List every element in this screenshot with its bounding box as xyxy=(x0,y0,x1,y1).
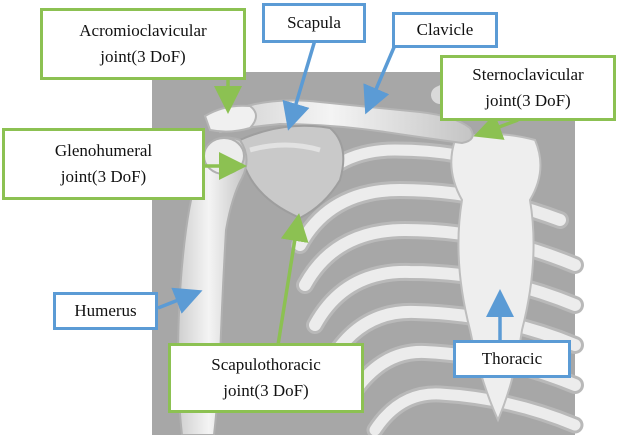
thoracic-label: Thoracic xyxy=(453,340,571,378)
scapula-label: Scapula xyxy=(262,3,366,43)
acromioclavicular-joint-label: Acromioclavicular joint(3 DoF) xyxy=(40,8,246,80)
scapulothoracic-joint-label: Scapulothoracic joint(3 DoF) xyxy=(168,343,364,413)
humerus-label: Humerus xyxy=(53,292,158,330)
sternoclavicular-joint-label: Sternoclavicular joint(3 DoF) xyxy=(440,55,616,121)
clavicle-label: Clavicle xyxy=(392,12,498,48)
glenohumeral-joint-label: Glenohumeral joint(3 DoF) xyxy=(2,128,205,200)
